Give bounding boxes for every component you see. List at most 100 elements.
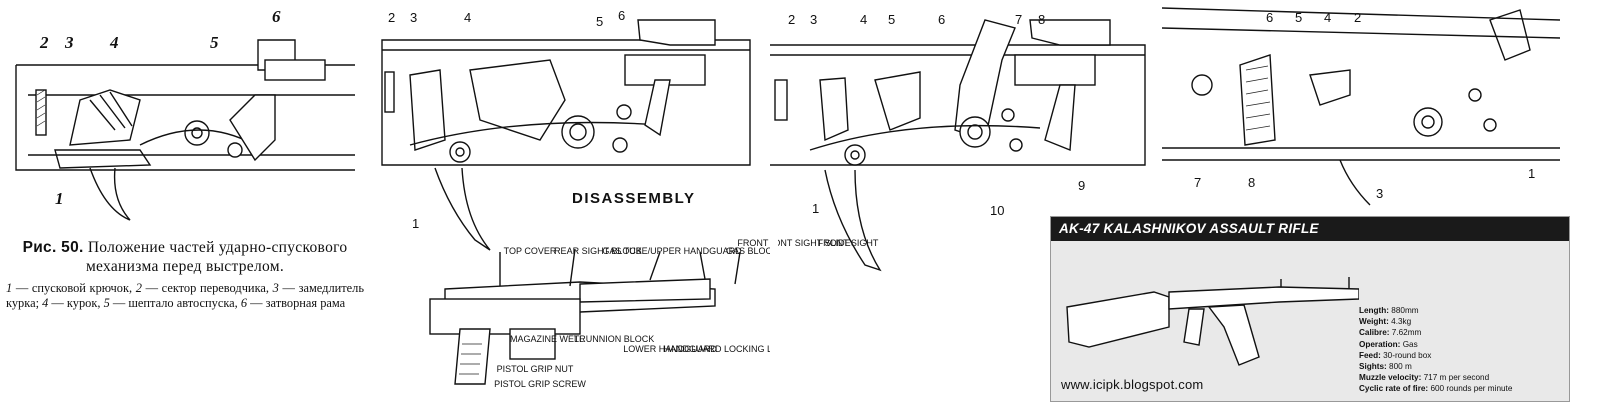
callout-10: 10	[990, 203, 1004, 218]
legend-text: замедлитель курка	[6, 281, 365, 310]
callout-7: 7	[1015, 12, 1022, 27]
ak47-rifle-drawing	[1066, 277, 1359, 366]
spec-key: Cyclic rate of fire:	[1359, 384, 1429, 394]
ak47-card-title: AK-47 KALASHNIKOV ASSAULT RIFLE	[1051, 217, 1569, 241]
label-top-cover: TOP COVER	[504, 246, 557, 256]
spec-key: Feed:	[1359, 350, 1381, 360]
spec-value: 717 m per second	[1423, 373, 1490, 383]
disassembly-heading: DISASSEMBLY	[572, 190, 696, 207]
spec-value: 800 m	[1389, 362, 1412, 372]
label-front-sight-slide: FRONT SIGHT SLIDE	[737, 238, 770, 248]
label-lower-handguard: LOWER HANDGUARD	[623, 344, 717, 354]
spec-key: Calibre:	[1359, 328, 1390, 338]
legend-num: 2	[135, 281, 142, 295]
caption-text: Положение частей ударно-спускового механ…	[85, 239, 348, 275]
callout-7: 7	[1194, 175, 1201, 190]
legend-text: шептало автоспуска	[128, 296, 235, 310]
spec-key: Length:	[1359, 306, 1390, 315]
legend-text: затворная рама	[265, 296, 346, 310]
callout-9: 9	[1078, 178, 1085, 193]
callout-5: 5	[888, 12, 895, 27]
label-pistol-grip-screw: PISTOL GRIP SCREW	[494, 379, 586, 389]
callout-4: 4	[860, 12, 867, 27]
trigger-mechanism-drawing-4: 6 5 4 2 7 8 3 1	[1161, 7, 1561, 206]
caption-figure-number: Рис. 50.	[22, 239, 84, 256]
panel-trigger-diagram-2: 2 3 4 5 6 1 TOP COVER REAR SIGHT BLOCK G…	[370, 0, 770, 408]
label-handguard-locking-lever: HANDGUARD LOCKING LEVER	[663, 344, 770, 354]
legend-text: спусковой крючок	[31, 281, 130, 295]
label-magazine-well: MAGAZINE WELL	[510, 334, 584, 344]
callout-5: 5	[210, 33, 219, 52]
callout-1: 1	[1528, 166, 1535, 181]
callout-3: 3	[810, 12, 817, 27]
callout-8: 8	[1038, 12, 1045, 27]
trigger-mechanism-drawing-2: 2 3 4 5 6 1	[381, 8, 751, 251]
callout-5: 5	[1295, 10, 1302, 25]
source-url: www.icipk.blogspot.com	[1061, 377, 1204, 392]
label-rear-sight-block: REAR SIGHT BLOCK	[554, 246, 642, 256]
label-front-sight: FRONT SIGHT	[818, 238, 879, 248]
callout-6: 6	[618, 8, 625, 23]
spec-row: Operation: Gas	[1359, 339, 1512, 350]
spec-key: Operation:	[1359, 339, 1401, 349]
legend-text: курок	[66, 296, 98, 310]
caption-title: Рис. 50. Положение частей ударно-спусков…	[6, 238, 364, 276]
panel-trigger-diagram-4: 6 5 4 2 7 8 3 1	[1160, 0, 1600, 215]
panel-trigger-diagram-3: 2 3 4 5 6 7 8 1 10 9	[770, 0, 1160, 408]
spec-value: 600 rounds per minute	[1430, 384, 1513, 394]
spec-key: Weight:	[1359, 317, 1389, 327]
callout-6: 6	[272, 7, 281, 26]
callout-6: 6	[1266, 10, 1273, 25]
label-front-sight-slide-text: FRONT SIGHT SLIDE	[778, 238, 851, 248]
callout-3: 3	[410, 10, 417, 25]
ak47-info-card: AK-47 KALASHNIKOV ASSAULT RIFLE Length: …	[1050, 216, 1570, 402]
legend-num: 1	[6, 281, 13, 295]
callout-3: 3	[64, 33, 74, 52]
legend-text: сектор переводчика	[161, 281, 266, 295]
spec-row: Calibre: 7.62mm	[1359, 327, 1512, 338]
front-sight-label-group: FRONT SIGHT SLIDE FRONT SIGHT	[778, 238, 879, 248]
spec-row: Feed: 30-round box	[1359, 350, 1512, 361]
legend-num: 4	[42, 296, 49, 310]
spec-row: Length: 880mm	[1359, 305, 1512, 316]
spec-value: 7.62mm	[1391, 328, 1422, 338]
caption-legend: 1 — спусковой крючок, 2 — сектор перевод…	[6, 281, 365, 310]
label-trunnion-block: TRUNNION BLOCK	[574, 334, 655, 344]
callout-3: 3	[1376, 186, 1383, 201]
spec-row: Sights: 800 m	[1359, 361, 1512, 372]
label-gas-tube-upper-handguard: GAS TUBE/UPPER HANDGUARD	[602, 246, 742, 256]
callout-2: 2	[1354, 10, 1361, 25]
callout-4: 4	[109, 33, 119, 52]
callout-8: 8	[1248, 175, 1255, 190]
spec-value: 30-round box	[1383, 350, 1432, 360]
spec-row: Muzzle velocity: 717 m per second	[1359, 372, 1512, 383]
callout-1: 1	[812, 201, 819, 216]
callout-2: 2	[39, 33, 49, 52]
spec-key: Muzzle velocity:	[1359, 373, 1422, 383]
figure-caption: Рис. 50. Положение частей ударно-спусков…	[6, 238, 364, 311]
callout-2: 2	[788, 12, 795, 27]
spec-row: Cyclic rate of fire: 600 rounds per minu…	[1359, 383, 1512, 394]
callout-5: 5	[596, 14, 603, 29]
disassembly-exploded-view: TOP COVER REAR SIGHT BLOCK GAS TUBE/UPPE…	[429, 246, 770, 389]
callout-2: 2	[388, 10, 395, 25]
label-pistol-grip-nut: PISTOL GRIP NUT	[497, 364, 574, 374]
spec-value: 4.3kg	[1391, 317, 1412, 327]
front-sight-labels: FRONT SIGHT SLIDE	[737, 238, 770, 248]
callout-4: 4	[1324, 10, 1331, 25]
spec-row: Weight: 4.3kg	[1359, 316, 1512, 327]
callout-1: 1	[55, 189, 64, 208]
spec-value: 880mm	[1391, 306, 1419, 315]
legend-num: 6	[240, 296, 248, 310]
callout-1: 1	[412, 216, 419, 231]
panel-trigger-diagram-ru: 2 3 4 5 6 1 Рис. 50. Положение частей уд…	[0, 0, 370, 408]
callout-6: 6	[938, 12, 945, 27]
trigger-mechanism-drawing-3: 2 3 4 5 6 7 8 1 10 9	[770, 12, 1146, 272]
callout-4: 4	[464, 10, 471, 25]
legend-num: 3	[272, 281, 279, 295]
label-gas-block: GAS BLOCK	[726, 246, 770, 256]
legend-num: 5	[103, 296, 110, 310]
spec-value: Gas	[1402, 339, 1418, 349]
spec-key: Sights:	[1359, 362, 1387, 372]
ak47-specs-list: Length: 880mm Weight: 4.3kg Calibre: 7.6…	[1359, 305, 1512, 395]
